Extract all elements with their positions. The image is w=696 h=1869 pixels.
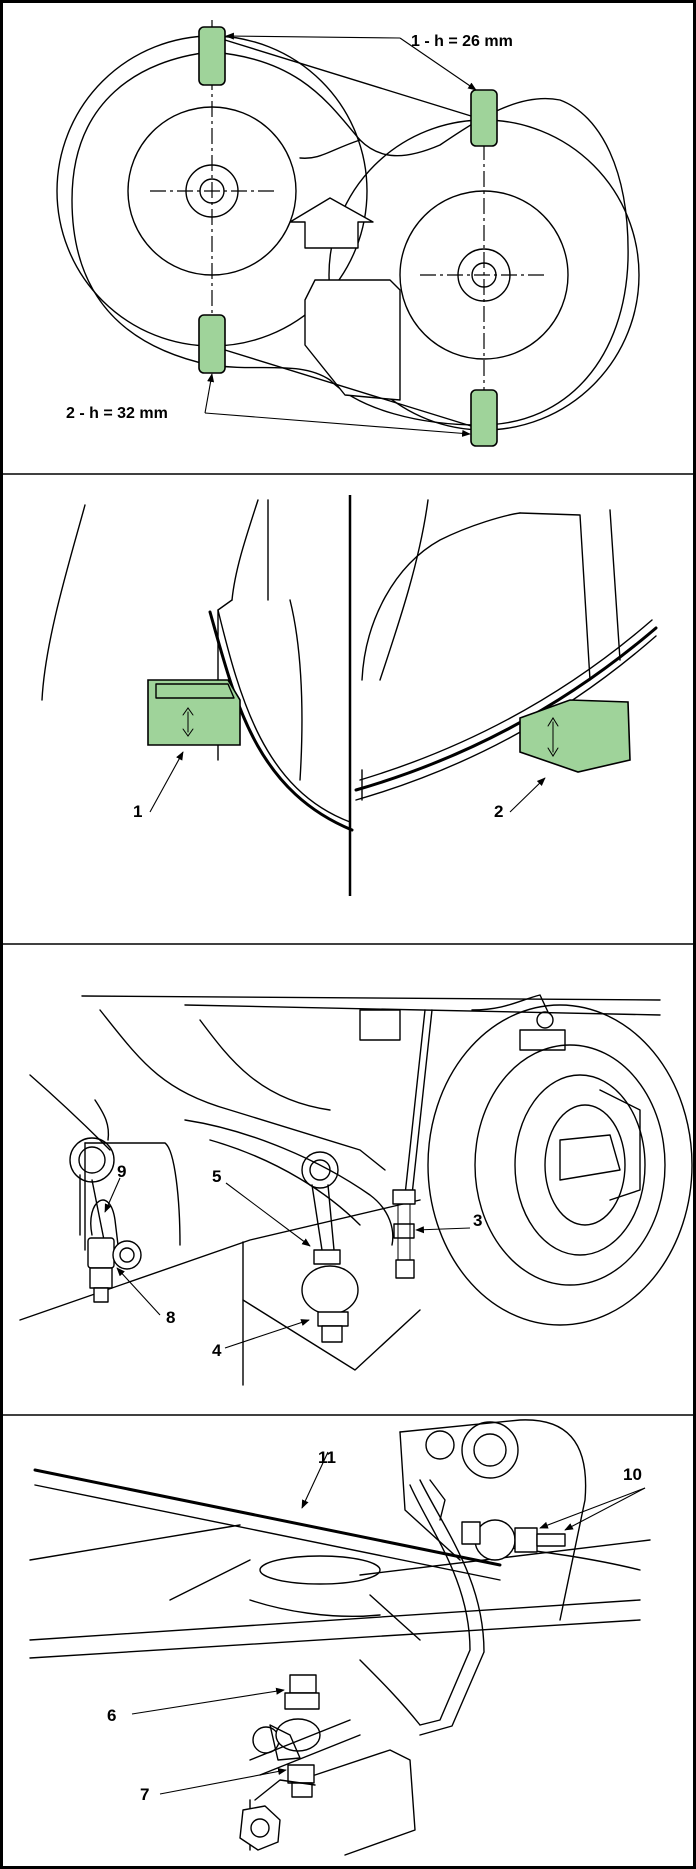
callout-6: 6 <box>107 1706 116 1725</box>
callout-10: 10 <box>623 1465 642 1484</box>
label-top-measure: 1 - h = 26 mm <box>411 33 513 50</box>
callout-3: 3 <box>473 1211 482 1230</box>
panel-1-belt-housing: 1 - h = 26 mm 2 - h = 32 mm <box>56 20 640 447</box>
callout-7: 7 <box>140 1785 149 1804</box>
callout-8: 8 <box>166 1308 175 1327</box>
panel-3-linkage: 9 8 5 4 3 <box>19 994 693 1386</box>
gauge-pad <box>470 89 498 147</box>
callout-9: 9 <box>117 1162 126 1181</box>
callout-2: 2 <box>494 802 503 821</box>
callout-5: 5 <box>212 1167 221 1186</box>
callout-11: 11 <box>318 1448 336 1467</box>
gauge-pad <box>198 26 226 86</box>
panel-4-lower-linkage: 11 10 6 7 <box>29 1419 651 1856</box>
gauge-pad <box>470 389 498 447</box>
panel-2-gauge-detail: 1 2 <box>41 495 658 896</box>
gauge-pad <box>198 314 226 374</box>
callout-1: 1 <box>133 802 142 821</box>
label-bottom-measure: 2 - h = 32 mm <box>66 405 168 422</box>
callout-4: 4 <box>212 1341 222 1360</box>
